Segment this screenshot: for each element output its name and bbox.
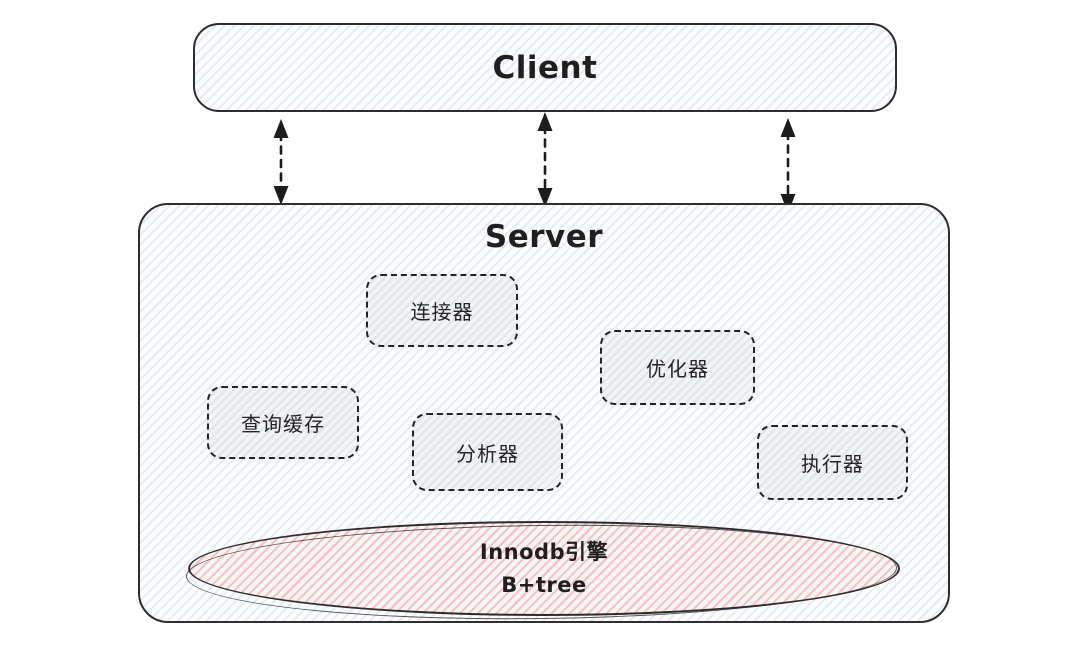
innodb-engine-label-line1: Innodb引擎 (479, 539, 609, 564)
double-arrow-left-icon (273, 119, 289, 205)
innodb-engine-label-line2: B+tree (501, 572, 587, 597)
component-connector: 连接器 (366, 274, 518, 347)
component-executor: 执行器 (757, 425, 908, 500)
server-label: Server (484, 219, 604, 255)
component-connector-label: 连接器 (410, 302, 474, 324)
client-label: Client (492, 49, 598, 86)
component-query-cache-label: 查询缓存 (241, 414, 325, 436)
double-arrow-right-icon (780, 118, 796, 213)
innodb-engine-node: Innodb引擎 B+tree (188, 521, 900, 616)
component-executor-label: 执行器 (801, 454, 864, 476)
client-node: Client (193, 23, 897, 112)
double-arrow-middle-icon (537, 112, 553, 207)
component-analyzer: 分析器 (412, 413, 563, 491)
component-query-cache: 查询缓存 (207, 386, 359, 459)
component-optimizer: 优化器 (600, 330, 755, 405)
component-optimizer-label: 优化器 (646, 359, 709, 381)
component-analyzer-label: 分析器 (456, 443, 519, 466)
